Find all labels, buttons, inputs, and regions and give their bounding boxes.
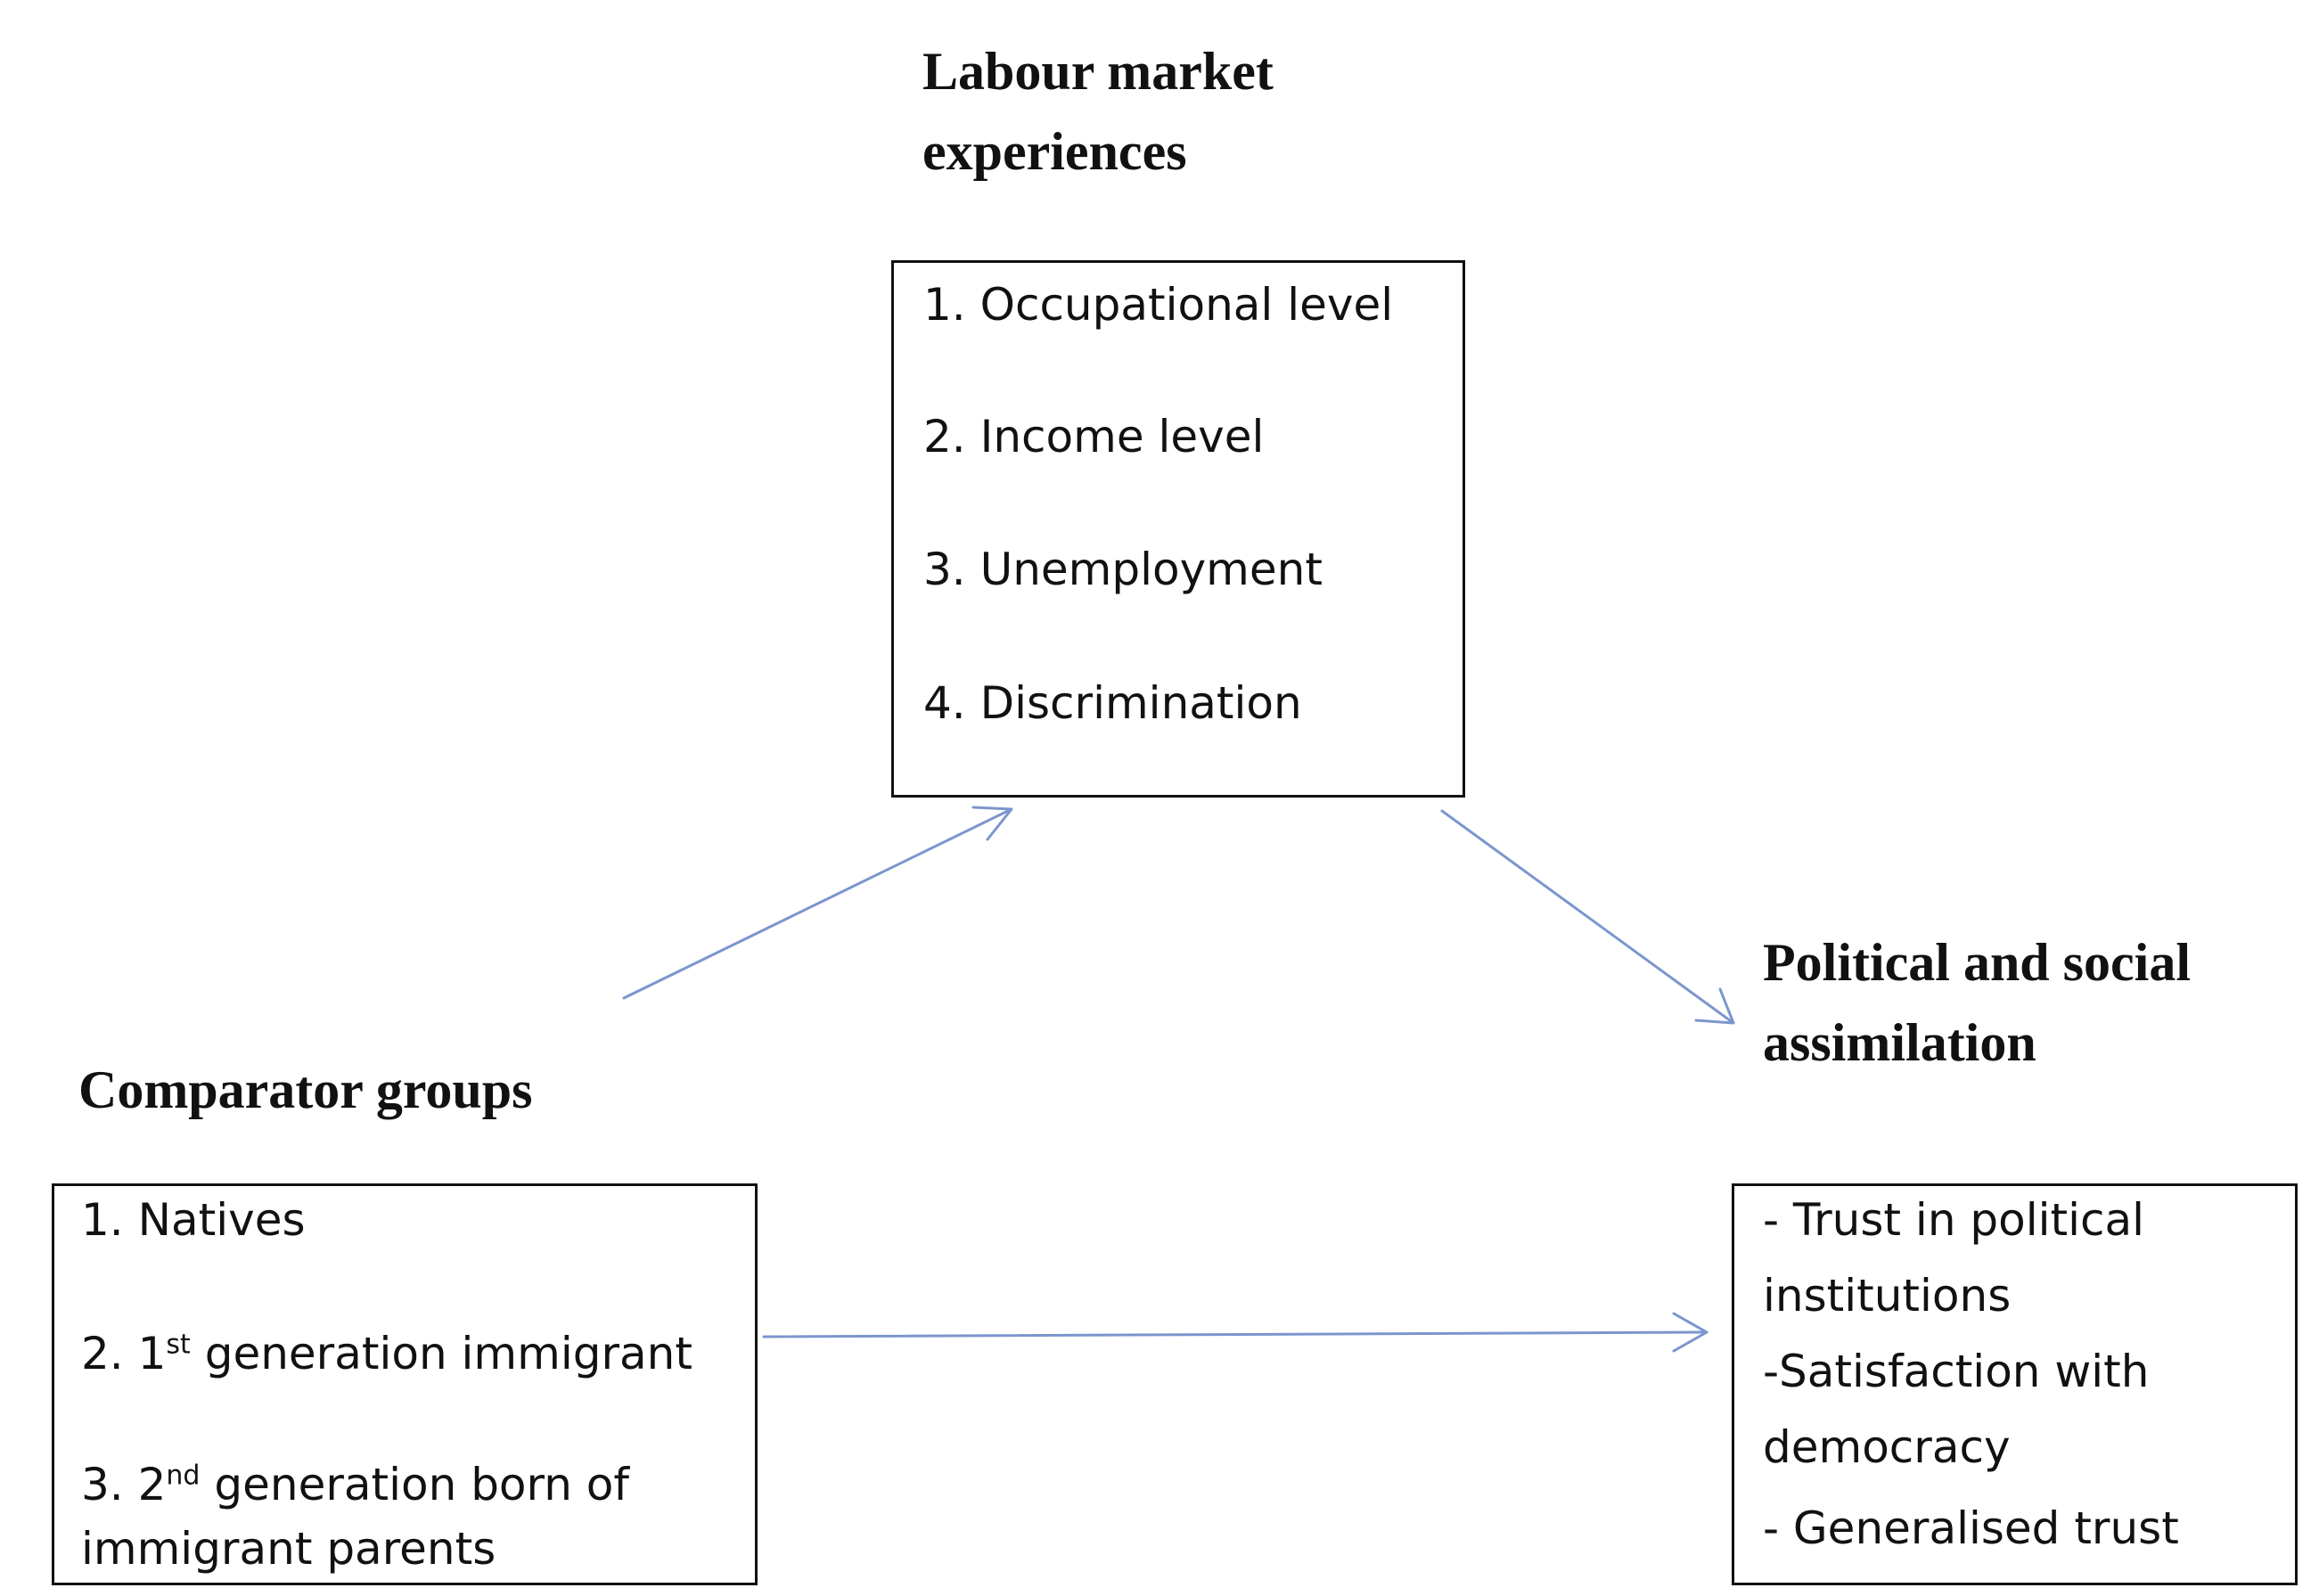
labour-item-income: 2. Income level bbox=[923, 411, 1265, 462]
comparator-groups-heading: Comparator groups bbox=[78, 1050, 532, 1130]
labour-item-discrimination: 4. Discrimination bbox=[923, 677, 1302, 729]
comparator-item-second-generation-ordinal: nd bbox=[166, 1460, 201, 1492]
political-social-heading: Political and social assimilation bbox=[1763, 922, 2191, 1083]
comparator-item-second-generation: 3. 2nd generation born of bbox=[81, 1453, 629, 1516]
labour-market-heading-line1: Labour market bbox=[922, 42, 1274, 101]
labour-market-box: 1. Occupational level 2. Income level 3.… bbox=[891, 260, 1465, 798]
outcome-line-democracy: democracy bbox=[1763, 1421, 2011, 1473]
comparator-item-first-generation-number: 2. 1 bbox=[81, 1328, 167, 1379]
comparator-item-first-generation-text: generation immigrant bbox=[190, 1328, 692, 1379]
comparator-groups-heading-text: Comparator groups bbox=[78, 1060, 533, 1119]
labour-market-heading: Labour market experiences bbox=[922, 31, 1274, 192]
comparator-item-second-generation-text: generation born of bbox=[200, 1459, 629, 1510]
outcome-line-satisfaction: -Satisfaction with bbox=[1763, 1346, 2150, 1397]
outcome-line-trust-political: - Trust in political bbox=[1763, 1194, 2145, 1246]
outcome-line-generalised-trust: - Generalised trust bbox=[1763, 1502, 2179, 1554]
comparator-item-second-generation-number: 3. 2 bbox=[81, 1459, 167, 1510]
comparator-groups-box: 1. Natives 2. 1st generation immigrant 3… bbox=[52, 1183, 758, 1585]
labour-item-unemployment: 3. Unemployment bbox=[923, 544, 1323, 595]
comparator-item-second-generation-line2: immigrant parents bbox=[81, 1523, 496, 1575]
comparator-item-natives: 1. Natives bbox=[81, 1189, 306, 1251]
political-social-heading-line1: Political and social bbox=[1763, 933, 2191, 992]
labour-market-heading-line2: experiences bbox=[922, 122, 1187, 181]
comparator-item-natives-text: 1. Natives bbox=[81, 1194, 306, 1246]
arrow-labour-to-outcome bbox=[1440, 809, 1735, 1025]
arrow-comparator-to-outcome bbox=[762, 1312, 1709, 1353]
labour-item-occupational: 1. Occupational level bbox=[923, 279, 1394, 331]
arrow-comparator-to-labour bbox=[622, 806, 1013, 1000]
outcome-line-institutions: institutions bbox=[1763, 1270, 2012, 1322]
political-social-box: - Trust in political institutions -Satis… bbox=[1732, 1183, 2298, 1585]
comparator-item-first-generation: 2. 1st generation immigrant bbox=[81, 1322, 692, 1385]
political-social-heading-line2: assimilation bbox=[1763, 1013, 2036, 1072]
comparator-item-first-generation-ordinal: st bbox=[166, 1329, 191, 1361]
